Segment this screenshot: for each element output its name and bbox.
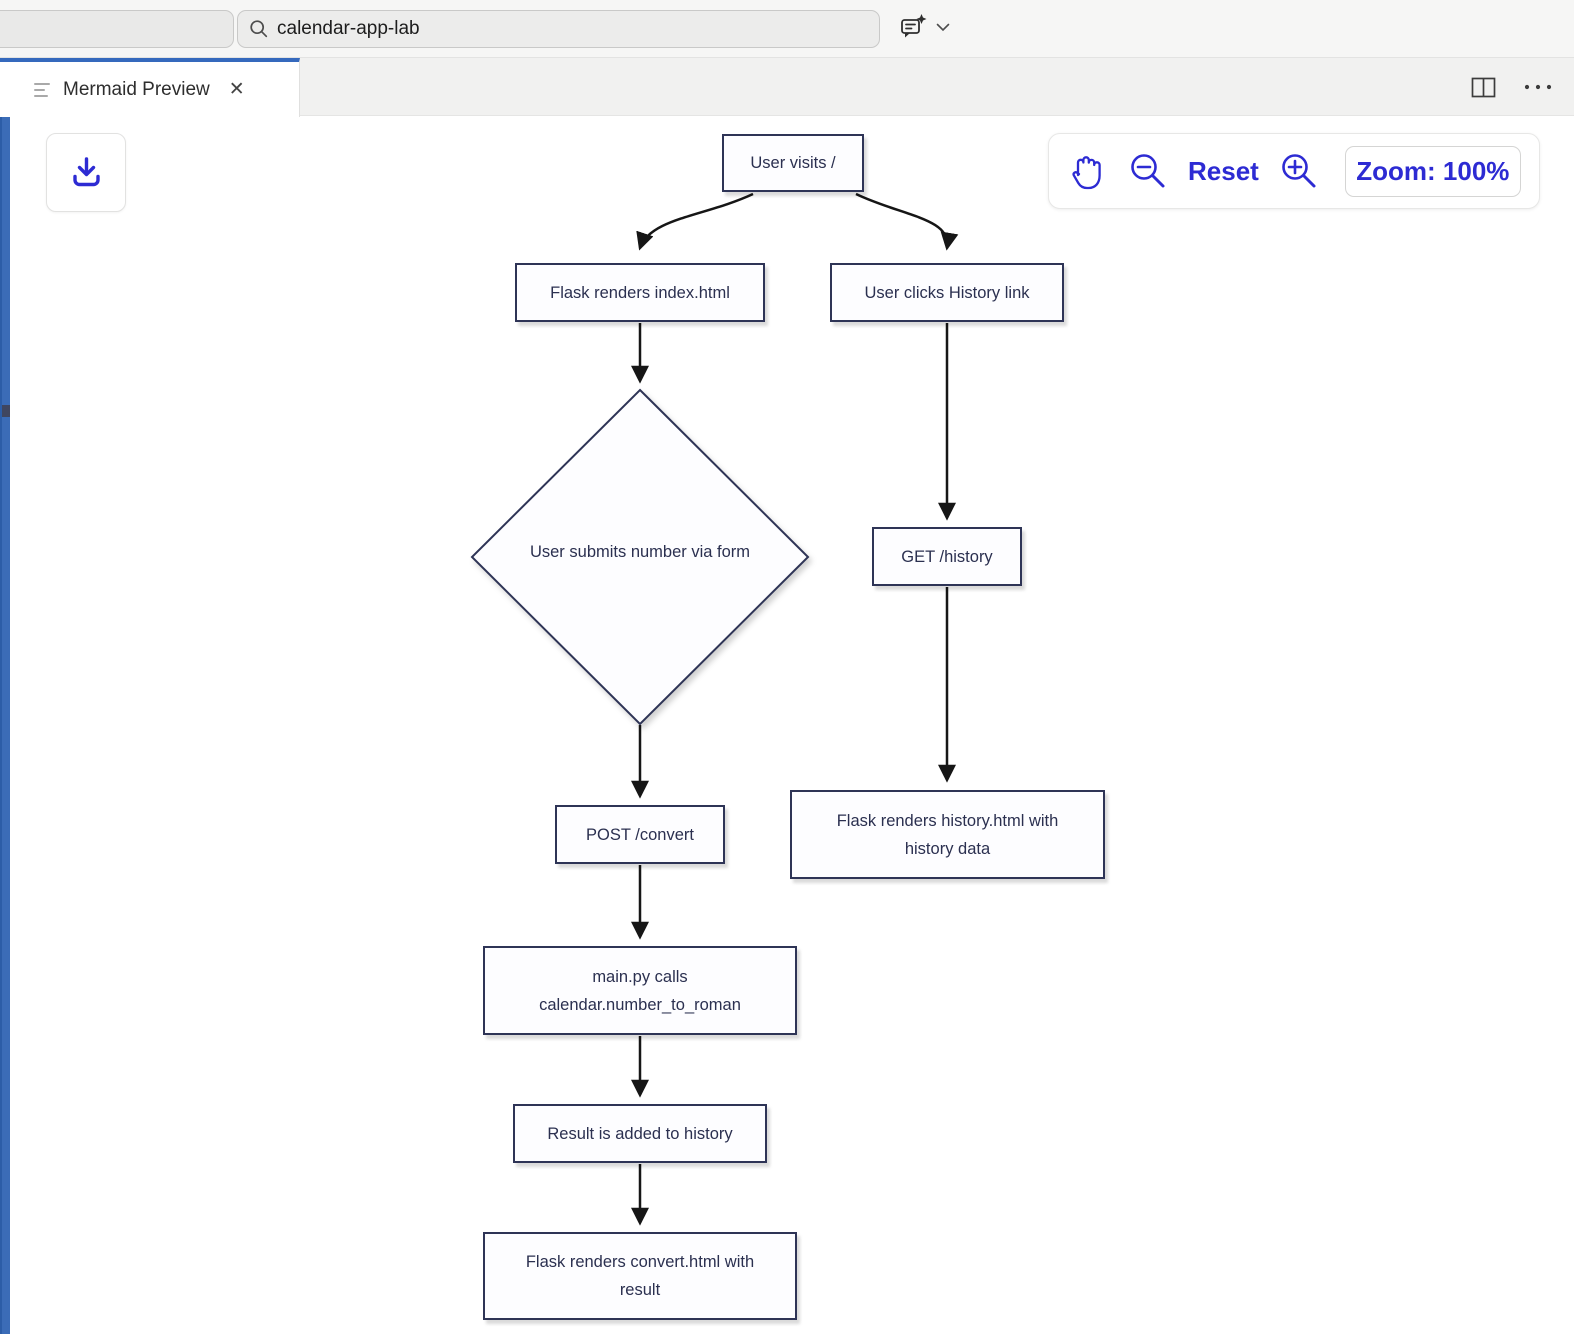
zoom-toolbar: Reset Zoom: 100%	[1048, 133, 1540, 209]
tab-mermaid-preview[interactable]: Mermaid Preview ✕	[0, 58, 300, 117]
ellipsis-icon[interactable]	[1524, 84, 1552, 90]
node-flask-index: Flask renders index.html	[515, 263, 765, 322]
window-edge-strip[interactable]	[0, 62, 10, 1334]
window-title-bar: calendar-app-lab	[0, 0, 1574, 58]
download-button[interactable]	[46, 133, 126, 212]
tab-title: Mermaid Preview	[63, 78, 210, 100]
close-icon[interactable]: ✕	[228, 79, 245, 100]
title-bar-left-control[interactable]	[0, 10, 234, 48]
diagram-canvas[interactable]	[10, 116, 1574, 1334]
editor-tab-bar: Mermaid Preview ✕	[0, 58, 1574, 117]
chevron-down-icon[interactable]	[936, 23, 950, 32]
pan-hand-button[interactable]	[1067, 151, 1104, 191]
pan-hand-icon	[1067, 151, 1104, 191]
zoom-in-icon	[1279, 151, 1319, 191]
command-center-search[interactable]: calendar-app-lab	[237, 10, 880, 48]
preview-list-icon	[34, 82, 50, 97]
node-user-clicks-history: User clicks History link	[830, 263, 1064, 322]
zoom-in-button[interactable]	[1279, 151, 1319, 191]
node-get-history: GET /history	[872, 527, 1022, 586]
zoom-out-icon	[1128, 151, 1168, 191]
node-user-visits: User visits /	[722, 134, 864, 192]
copilot-icon[interactable]	[900, 13, 927, 42]
workspace-name: calendar-app-lab	[277, 18, 420, 39]
node-result-history: Result is added to history	[513, 1104, 767, 1163]
node-post-convert: POST /convert	[555, 805, 725, 864]
download-icon	[68, 154, 105, 191]
zoom-out-button[interactable]	[1128, 151, 1168, 191]
search-icon	[249, 19, 269, 39]
zoom-level-display: Zoom: 100%	[1344, 145, 1521, 197]
strip-notch	[2, 405, 10, 417]
split-editor-icon[interactable]	[1471, 77, 1496, 98]
reset-button[interactable]: Reset	[1188, 155, 1259, 186]
node-submit-decision: User submits number via form	[529, 543, 751, 561]
